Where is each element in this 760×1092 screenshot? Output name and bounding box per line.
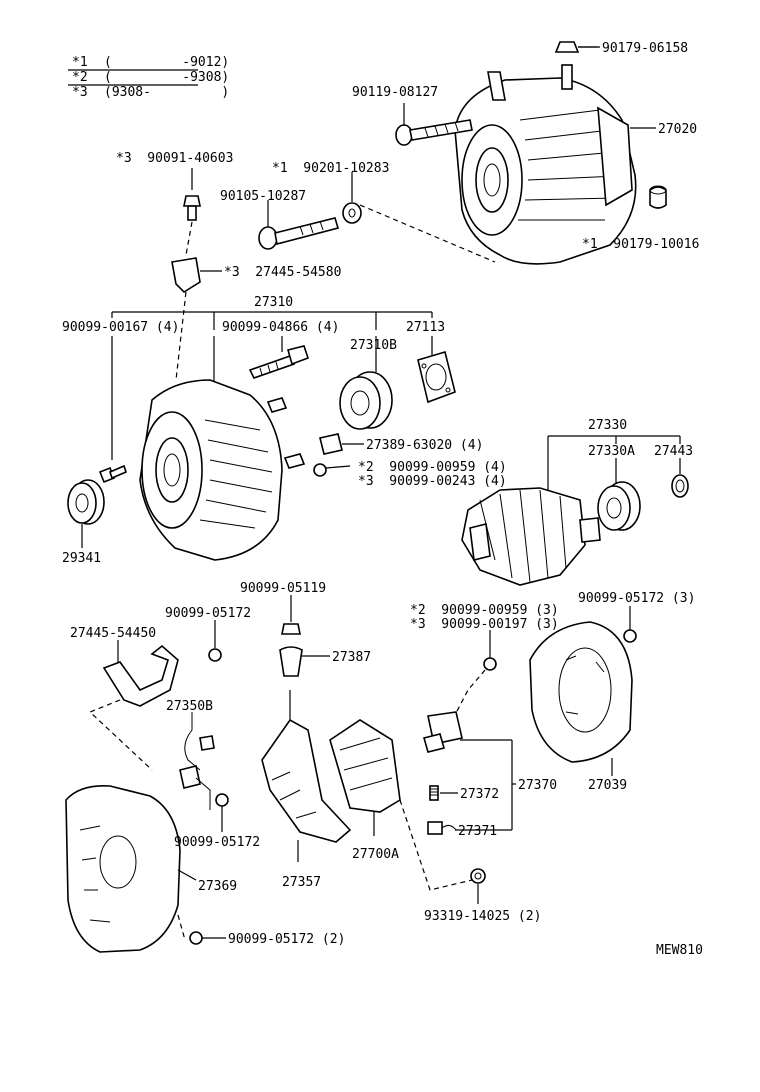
nut-90099-05119-drawing [281, 595, 301, 635]
nut-90099-00197-drawing [483, 630, 497, 671]
legend-mark-3: *3 [72, 85, 88, 100]
group-bracket-27370 [455, 739, 516, 831]
label-27387: 27387 [332, 650, 371, 665]
label-90179-06158: 90179-06158 [602, 41, 688, 56]
label-27357: 27357 [282, 875, 321, 890]
label-27310B: 27310B [350, 338, 397, 353]
label-27389-63020: 27389-63020 (4) [366, 438, 483, 453]
label-90099-05172-bottom: 90099-05172 (2) [228, 932, 345, 947]
seal-29341-drawing [67, 479, 105, 548]
label-90099-05172-upper: 90099-05172 [165, 606, 251, 621]
front-housing-drawing [139, 379, 306, 561]
label-27113: 27113 [406, 320, 445, 335]
label-27330A: 27330A [588, 444, 635, 459]
screw-90091-40603-drawing [183, 168, 201, 221]
legend-range-2: ( -9308) [104, 70, 229, 85]
label-27445-54580: *3 27445-54580 [224, 265, 341, 280]
label-90099-00243: *3 90099-00243 (4) [358, 474, 507, 489]
bearing-27310B-drawing [339, 371, 393, 430]
drawing-code: MEW810 [656, 943, 703, 958]
label-90099-05119: 90099-05119 [240, 581, 326, 596]
leader-dashed-5 [177, 914, 186, 941]
label-90091-40603: *3 90091-40603 [116, 151, 233, 166]
label-90201-10283: *1 90201-10283 [272, 161, 389, 176]
bolt-90119-08127-drawing [395, 103, 473, 146]
legend-mark-2: *2 [72, 70, 88, 85]
leader-dashed-6 [399, 799, 473, 891]
label-90119-08127: 90119-08127 [352, 85, 438, 100]
leader-dashed-2 [185, 221, 193, 256]
alternator-assembly-drawing [454, 64, 637, 265]
label-27371: 27371 [458, 824, 497, 839]
bracket-27445-54580-drawing [171, 257, 222, 294]
regulator-27700A-drawing [329, 719, 401, 836]
label-90105-10287: 90105-10287 [220, 189, 306, 204]
legend-table: *1 ( -9012) *2 ( -9308) *3 (9308- ) [68, 55, 229, 100]
end-frame-27369-drawing [65, 784, 197, 953]
leader-dashed-4 [88, 699, 153, 771]
group-bracket-27330 [547, 435, 681, 490]
label-90099-00197: *3 90099-00197 (3) [410, 617, 559, 632]
legend-range-1: ( -9012) [104, 55, 229, 70]
label-27372: 27372 [460, 787, 499, 802]
nut-90099-00959-drawing [313, 463, 351, 477]
label-27445-54450: 27445-54450 [70, 626, 156, 641]
nut-90099-05172-upper-drawing [208, 620, 222, 662]
label-27039: 27039 [588, 778, 627, 793]
terminal-27350B-drawing [179, 712, 215, 810]
bracket-27445-54450-drawing [102, 640, 179, 707]
ring-27443-drawing [671, 474, 689, 498]
bolt-90105-10287-drawing [258, 200, 340, 250]
label-27330: 27330 [588, 418, 627, 433]
spring-27372-drawing [429, 785, 458, 801]
label-27350B: 27350B [166, 699, 213, 714]
plate-27113-drawing [417, 350, 456, 404]
legend-range-3: (9308- ) [104, 85, 229, 100]
bushing-90179-10016-drawing [649, 185, 667, 209]
screw-90099-00167-drawing [98, 464, 127, 484]
label-27443: 27443 [654, 444, 693, 459]
rear-cover-27039-drawing [529, 621, 633, 776]
collar-27389-63020-drawing [319, 433, 364, 455]
stud-90099-04866-drawing [248, 345, 310, 379]
nut-90099-05172-bottom-drawing [189, 931, 203, 945]
label-90099-05172-mid: 90099-05172 [174, 835, 260, 850]
label-90099-05172-right: 90099-05172 (3) [578, 591, 695, 606]
nut-90099-05172-mid-drawing [215, 793, 229, 832]
label-90099-00167: 90099-00167 (4) [62, 320, 179, 335]
label-90099-00959-4: *2 90099-00959 (4) [358, 460, 507, 475]
label-90179-10016: *1 90179-10016 [582, 237, 699, 252]
label-90099-04866: 90099-04866 (4) [222, 320, 339, 335]
rectifier-27357-drawing [261, 690, 352, 862]
brush-holder-27370-drawing [423, 711, 463, 753]
leader-dashed-1 [359, 204, 496, 263]
screw-93319-14025-drawing [470, 868, 486, 904]
brush-27371-drawing [427, 821, 457, 835]
label-27370: 27370 [518, 778, 557, 793]
label-29341: 29341 [62, 551, 101, 566]
group-bracket-27310 [111, 311, 433, 460]
label-27369: 27369 [198, 879, 237, 894]
insulator-27387-drawing [279, 646, 330, 677]
callout-labels: 90179-06158 90119-08127 27020 *3 90091-4… [62, 41, 703, 958]
leader-dashed-7 [454, 669, 486, 716]
label-27310: 27310 [254, 295, 293, 310]
legend-mark-1: *1 [72, 55, 88, 70]
leader-dashed-3 [175, 291, 187, 381]
bearing-27330A-drawing [597, 481, 641, 531]
label-90099-00959-3: *2 90099-00959 (3) [410, 603, 559, 618]
label-27700A: 27700A [352, 847, 399, 862]
washer-90201-10283-drawing [342, 172, 362, 224]
rotor-27330-drawing [461, 487, 601, 586]
label-93319-14025: 93319-14025 (2) [424, 909, 541, 924]
label-27020: 27020 [658, 122, 697, 137]
nut-90099-05172-right-drawing [623, 606, 637, 643]
